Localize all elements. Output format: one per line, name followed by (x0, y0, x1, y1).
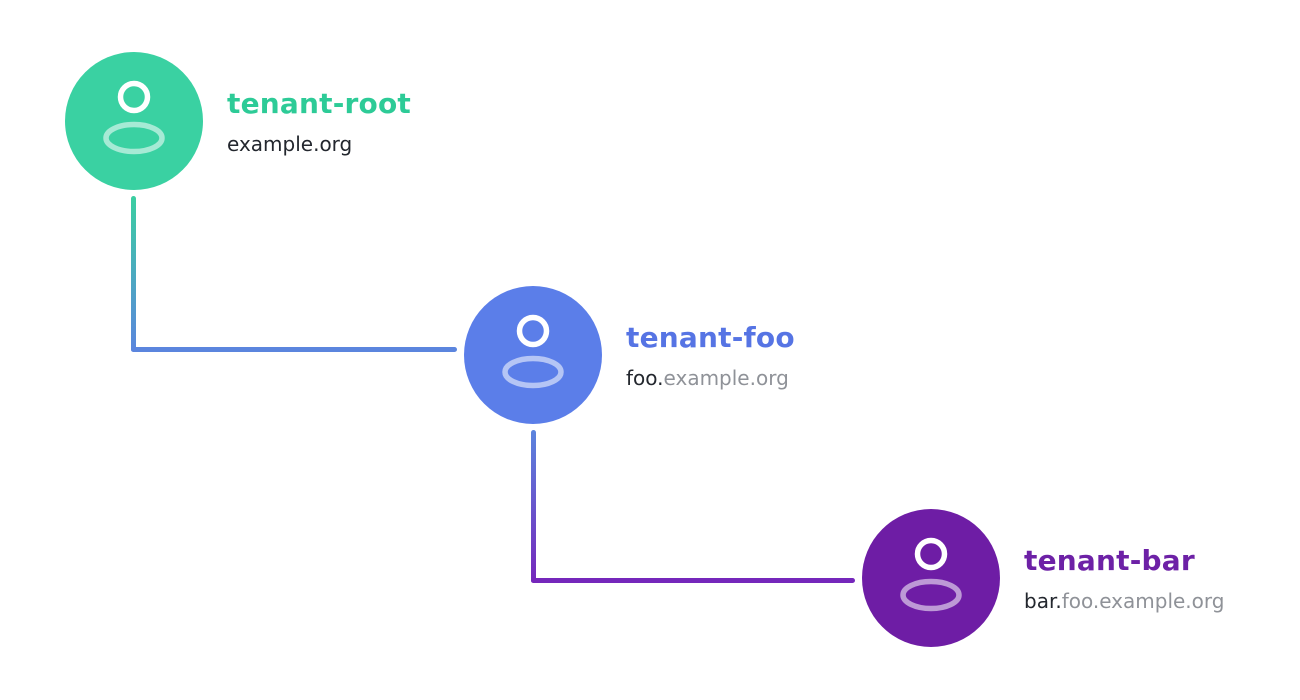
connector-root-foo-horizontal (131, 347, 457, 352)
node-tenant-root: tenant-root example.org (65, 52, 411, 190)
node-tenant-bar: tenant-bar bar.foo.example.org (862, 509, 1224, 647)
tenant-root-avatar (65, 52, 203, 190)
person-icon (103, 80, 165, 155)
tenant-bar-avatar (862, 509, 1000, 647)
connector-foo-bar-vertical (531, 430, 536, 583)
node-tenant-foo: tenant-foo foo.example.org (464, 286, 795, 424)
tenant-bar-label: tenant-bar (1024, 543, 1195, 577)
tenant-root-label: tenant-root (227, 86, 412, 120)
tenant-root-domain: example.org (227, 131, 353, 156)
tenant-bar-domain: bar.foo.example.org (1024, 588, 1225, 613)
connector-foo-bar-horizontal (531, 578, 855, 583)
tenant-foo-avatar (464, 286, 602, 424)
tenant-foo-domain: foo.example.org (626, 365, 789, 390)
person-icon (502, 314, 564, 389)
connector-root-foo-vertical (131, 196, 136, 352)
tenant-foo-label: tenant-foo (626, 320, 795, 354)
person-icon (900, 537, 962, 612)
